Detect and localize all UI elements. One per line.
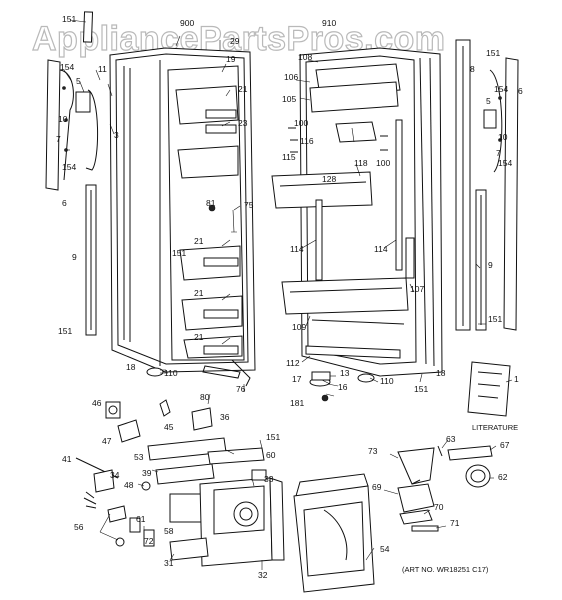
label-106: 106 bbox=[284, 72, 298, 82]
label-80: 80 bbox=[200, 392, 210, 402]
label-6-left: 6 bbox=[62, 198, 67, 208]
label-110-right: 110 bbox=[380, 376, 394, 386]
label-61: 61 bbox=[136, 514, 146, 524]
label-154-b: 154 bbox=[62, 162, 76, 172]
label-5-right: 5 bbox=[486, 96, 491, 106]
label-39: 39 bbox=[142, 468, 152, 478]
label-21-c: 21 bbox=[194, 288, 204, 298]
label-114-right: 114 bbox=[374, 244, 388, 254]
label-56: 56 bbox=[74, 522, 84, 532]
freezer-door bbox=[109, 47, 256, 387]
label-151-g: 151 bbox=[266, 432, 280, 442]
label-7-right: 7 bbox=[496, 148, 501, 158]
label-107: 107 bbox=[410, 284, 424, 294]
label-63: 63 bbox=[446, 434, 456, 444]
label-151-e: 151 bbox=[486, 48, 500, 58]
label-9-left: 9 bbox=[72, 252, 77, 262]
label-5-left: 5 bbox=[76, 76, 81, 86]
right-door-handle-assembly bbox=[455, 39, 519, 331]
label-21-a: 21 bbox=[238, 84, 248, 94]
label-71: 71 bbox=[450, 518, 460, 528]
label-62: 62 bbox=[498, 472, 508, 482]
label-181: 181 bbox=[290, 398, 304, 408]
label-19: 19 bbox=[226, 54, 236, 64]
label-910: 910 bbox=[322, 18, 336, 28]
label-73: 73 bbox=[368, 446, 378, 456]
label-6-right: 6 bbox=[518, 86, 523, 96]
label-72: 72 bbox=[144, 536, 154, 546]
label-9-right: 9 bbox=[488, 260, 493, 270]
label-47: 47 bbox=[102, 436, 112, 446]
label-1: 1 bbox=[514, 374, 519, 384]
label-36: 36 bbox=[220, 412, 230, 422]
label-46: 46 bbox=[92, 398, 102, 408]
label-151-a: 151 bbox=[62, 14, 76, 24]
ice-chute-parts bbox=[397, 445, 493, 532]
label-23: 23 bbox=[238, 118, 248, 128]
label-41: 41 bbox=[62, 454, 72, 464]
dispenser-housing bbox=[293, 473, 375, 593]
label-128: 128 bbox=[322, 174, 336, 184]
label-16: 16 bbox=[338, 382, 348, 392]
watermark-text: AppliancePartsPros.com bbox=[32, 20, 445, 58]
fresh-food-door bbox=[271, 47, 443, 402]
label-60: 60 bbox=[266, 450, 276, 460]
label-70: 70 bbox=[434, 502, 444, 512]
label-18-left: 18 bbox=[126, 362, 136, 372]
label-34: 34 bbox=[110, 470, 120, 480]
literature-booklet: LITERATURE bbox=[467, 361, 518, 432]
label-900: 900 bbox=[180, 18, 194, 28]
label-76: 76 bbox=[236, 384, 246, 394]
literature-label: LITERATURE bbox=[472, 423, 518, 432]
label-32: 32 bbox=[258, 570, 268, 580]
leader-lines bbox=[63, 19, 513, 570]
label-11: 11 bbox=[98, 64, 107, 74]
label-18-right: 18 bbox=[436, 368, 446, 378]
label-58: 58 bbox=[164, 526, 174, 536]
label-151-f: 151 bbox=[488, 314, 502, 324]
label-45: 45 bbox=[164, 422, 174, 432]
left-door-handle-assembly bbox=[45, 11, 99, 336]
label-151-c: 151 bbox=[58, 326, 72, 336]
label-53: 53 bbox=[134, 452, 144, 462]
label-75: 75 bbox=[244, 200, 254, 210]
label-112: 112 bbox=[286, 358, 300, 368]
label-21-b: 21 bbox=[194, 236, 204, 246]
label-116: 116 bbox=[300, 136, 314, 146]
label-81: 81 bbox=[206, 198, 216, 208]
label-13: 13 bbox=[340, 368, 350, 378]
label-114-left: 114 bbox=[290, 244, 304, 254]
label-151-d: 151 bbox=[414, 384, 428, 394]
label-151-b: 151 bbox=[172, 248, 186, 258]
label-48: 48 bbox=[124, 480, 134, 490]
label-29: 29 bbox=[230, 36, 240, 46]
label-7-left: 7 bbox=[56, 134, 61, 144]
label-154-c: 154 bbox=[494, 84, 508, 94]
label-118: 118 bbox=[354, 158, 368, 168]
label-8: 8 bbox=[470, 64, 475, 74]
label-105: 105 bbox=[282, 94, 296, 104]
label-33: 33 bbox=[264, 474, 274, 484]
art-number-caption: (ART NO. WR18251 C17) bbox=[402, 565, 489, 574]
label-21-d: 21 bbox=[194, 332, 204, 342]
label-109: 109 bbox=[292, 322, 306, 332]
label-154-d: 154 bbox=[498, 158, 512, 168]
label-110-left: 110 bbox=[164, 368, 178, 378]
label-115: 115 bbox=[282, 152, 296, 162]
label-154-a: 154 bbox=[60, 62, 74, 72]
label-10-right: 10 bbox=[498, 132, 508, 142]
label-108: 108 bbox=[298, 52, 312, 62]
part-number-labels: 151 900 29 19 154 11 5 21 10 23 3 7 154 … bbox=[56, 14, 523, 580]
label-100-b: 100 bbox=[376, 158, 390, 168]
label-10-left: 10 bbox=[58, 114, 68, 124]
label-69: 69 bbox=[372, 482, 382, 492]
label-54: 54 bbox=[380, 544, 390, 554]
label-3: 3 bbox=[114, 130, 119, 140]
label-17: 17 bbox=[292, 374, 302, 384]
dispenser-components bbox=[75, 399, 285, 567]
label-31: 31 bbox=[164, 558, 174, 568]
label-100-a: 100 bbox=[294, 118, 308, 128]
label-67: 67 bbox=[500, 440, 510, 450]
